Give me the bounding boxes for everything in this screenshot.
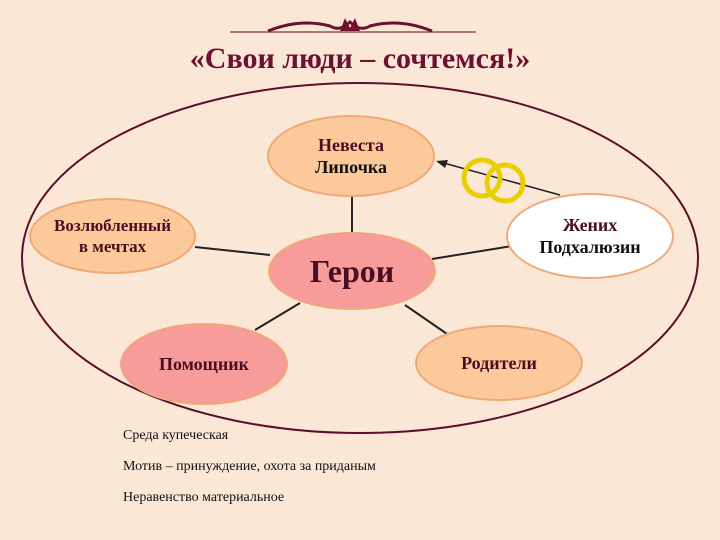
node-parents: Родители bbox=[415, 325, 583, 401]
node-groom-line1: Жених bbox=[562, 214, 618, 235]
node-beloved-line1: Возлюбленный bbox=[53, 215, 172, 235]
page-title: «Свои люди – сочтемся!» bbox=[189, 42, 531, 75]
note-item: Мотив – принуждение, охота за приданым bbox=[123, 459, 376, 474]
node-bride-line1: Невеста bbox=[318, 134, 384, 155]
wedding-rings-icon bbox=[461, 157, 526, 204]
node-bride: Невеста Липочка bbox=[267, 115, 435, 197]
top-ornament-icon bbox=[230, 18, 476, 33]
node-helper-label: Помощник bbox=[159, 353, 249, 374]
node-beloved: Возлюбленный в мечтах bbox=[29, 198, 196, 274]
node-center: Герои bbox=[268, 232, 436, 310]
node-center-label: Герои bbox=[309, 253, 395, 289]
node-beloved-line2: в мечтах bbox=[78, 237, 147, 256]
node-groom: Жених Подхалюзин bbox=[506, 193, 674, 279]
note-item: Неравенство материальное bbox=[123, 490, 285, 505]
note-item: Среда купеческая bbox=[123, 428, 229, 443]
node-parents-label: Родители bbox=[461, 352, 537, 373]
node-groom-line2: Подхалюзин bbox=[539, 237, 641, 257]
node-bride-line2: Липочка bbox=[315, 157, 387, 177]
connectors bbox=[194, 196, 513, 337]
node-helper: Помощник bbox=[120, 323, 288, 405]
outer-ellipse bbox=[21, 82, 699, 434]
